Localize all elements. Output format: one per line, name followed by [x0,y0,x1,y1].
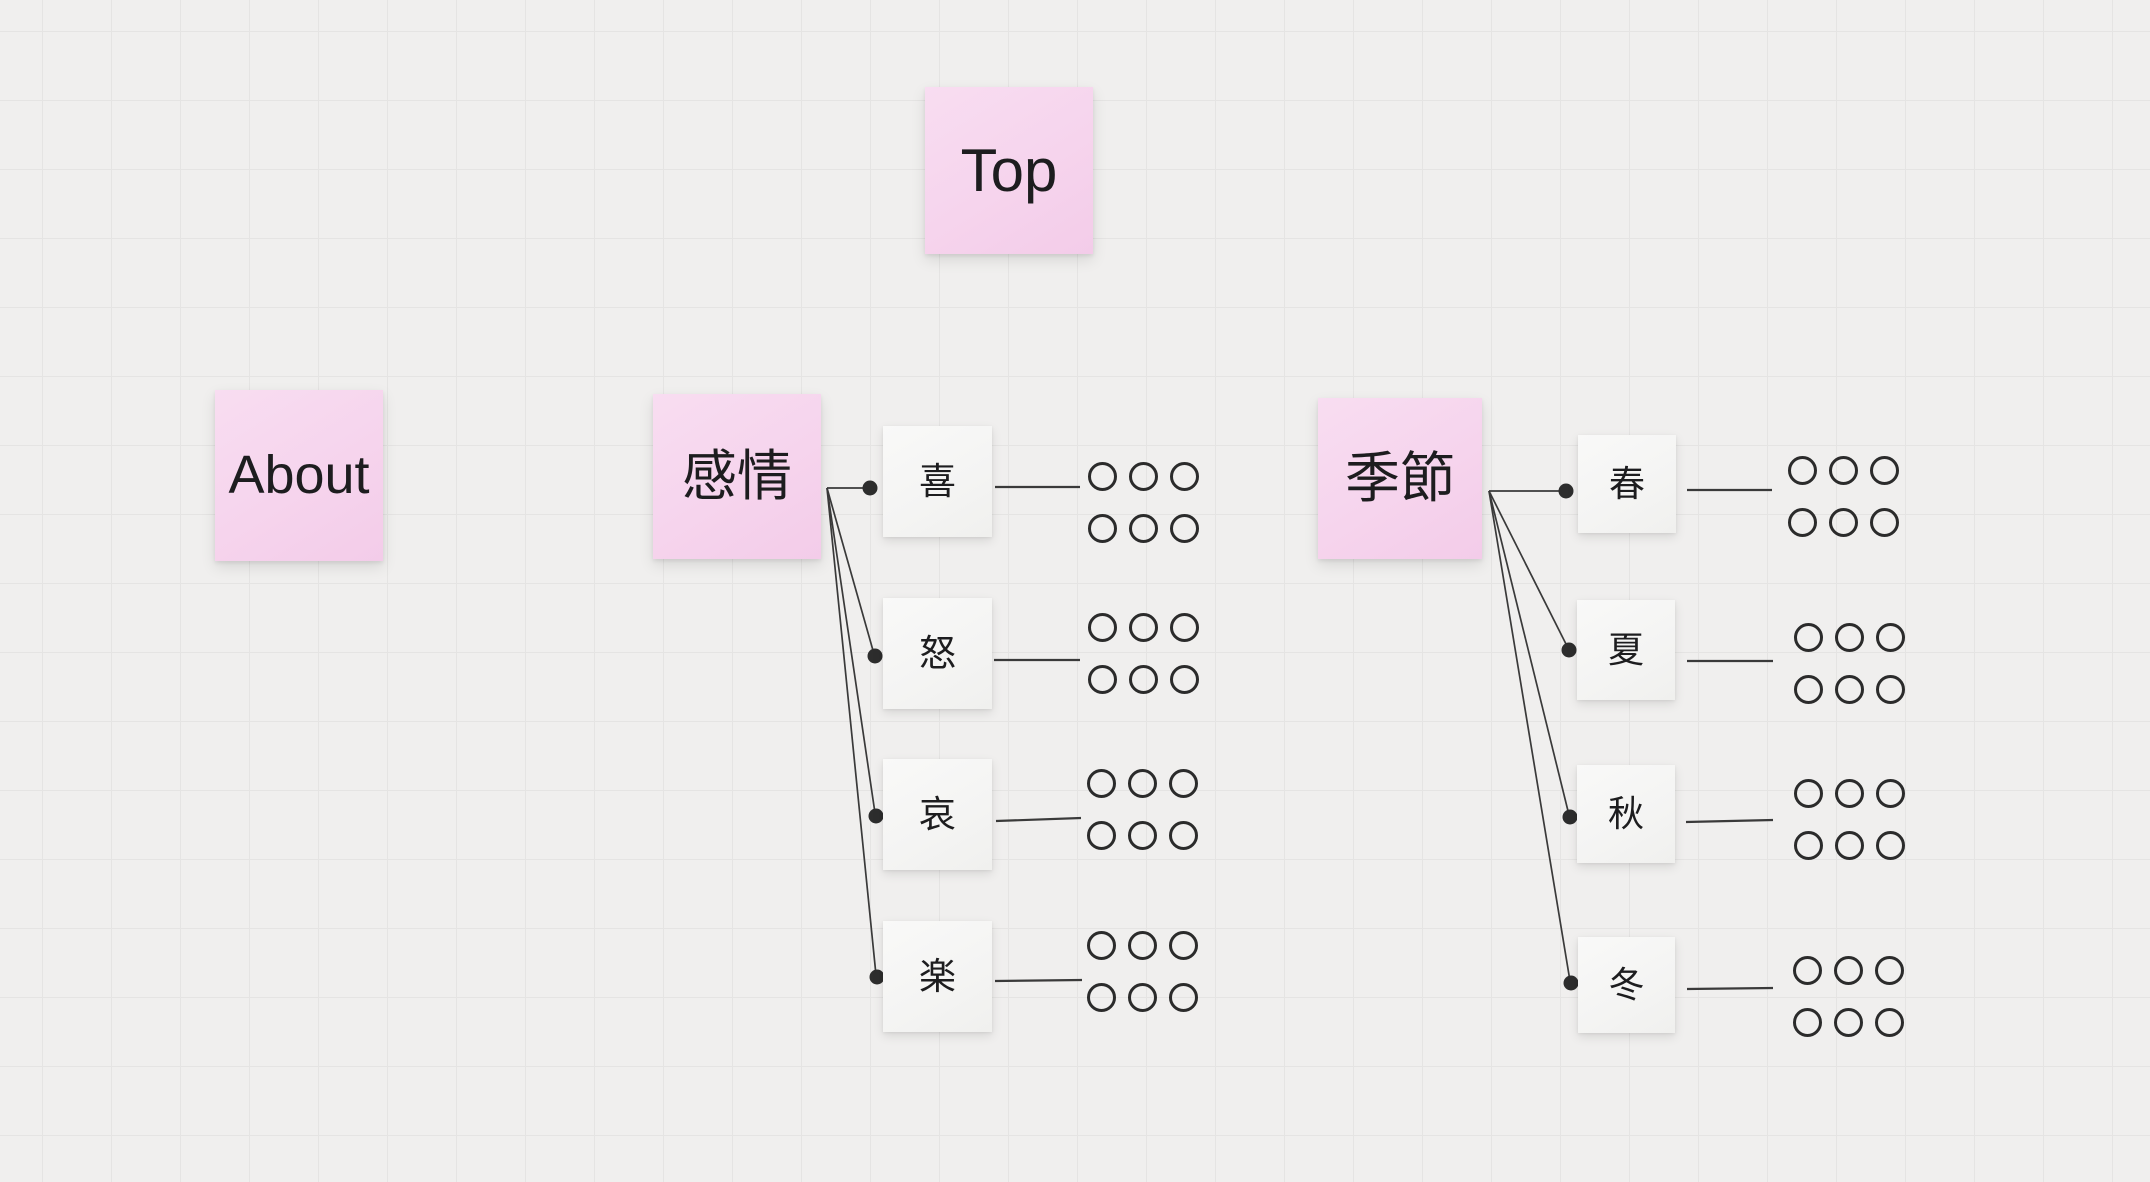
empty-slot-circle [1087,983,1116,1012]
sticky-note-about[interactable]: About [215,390,383,561]
sticky-note-top[interactable]: Top [925,87,1093,254]
sticky-note-emotions-label: 感情 [681,445,792,508]
empty-slot-circle [1088,462,1117,491]
empty-slot-circle [1129,613,1158,642]
node-card-joy-label: 喜 [919,461,956,502]
connector-dot [867,648,883,664]
empty-slot-circle [1835,675,1864,704]
empty-slot-circle [1088,613,1117,642]
line-autumn-slots [1685,818,1774,824]
node-card-summer[interactable]: 夏 [1577,600,1675,700]
empty-slot-circle [1169,931,1198,960]
empty-slot-circle [1870,508,1899,537]
node-card-summer-label: 夏 [1607,629,1644,670]
empty-slot-circle [1876,779,1905,808]
node-card-joy[interactable]: 喜 [883,426,992,537]
sticky-note-seasons[interactable]: 季節 [1318,398,1482,559]
empty-slot-circle [1876,831,1905,860]
slot-circle-group-anger [1088,613,1199,694]
empty-slot-circle [1169,821,1198,850]
node-card-anger[interactable]: 怒 [883,598,992,709]
empty-slot-circle [1875,1008,1904,1037]
empty-slot-circle [1129,462,1158,491]
sticky-note-emotions[interactable]: 感情 [653,394,821,559]
empty-slot-circle [1876,675,1905,704]
connector-dot [1562,809,1578,825]
empty-slot-circle [1835,623,1864,652]
line-winter-slots [1686,986,1774,991]
sticky-note-top-label: Top [960,136,1058,204]
empty-slot-circle [1087,931,1116,960]
connector-dot [1563,975,1579,991]
slot-circle-group-autumn [1794,779,1905,860]
connector-season-winter [1488,490,1571,982]
node-card-sorrow-label: 哀 [919,794,956,835]
connector-emotion-anger [826,487,875,655]
empty-slot-circle [1876,623,1905,652]
empty-slot-circle [1170,462,1199,491]
empty-slot-circle [1088,665,1117,694]
empty-slot-circle [1129,514,1158,543]
connector-dot [862,480,878,496]
empty-slot-circle [1788,508,1817,537]
slot-circle-group-pleasure [1087,931,1198,1012]
node-card-anger-label: 怒 [919,633,956,674]
empty-slot-circle [1128,821,1157,850]
slot-circle-group-joy [1088,462,1199,543]
empty-slot-circle [1129,665,1158,694]
empty-slot-circle [1829,456,1858,485]
empty-slot-circle [1793,956,1822,985]
connector-dot [868,808,884,824]
empty-slot-circle [1088,514,1117,543]
empty-slot-circle [1794,675,1823,704]
empty-slot-circle [1835,831,1864,860]
node-card-winter-label: 冬 [1608,964,1645,1005]
sticky-note-seasons-label: 季節 [1344,447,1455,510]
empty-slot-circle [1794,623,1823,652]
empty-slot-circle [1834,1008,1863,1037]
connector-dot [1558,483,1574,499]
connector-emotion-sorrow [826,487,876,814]
empty-slot-circle [1870,456,1899,485]
connector-season-summer [1488,490,1569,649]
slot-circle-group-spring [1788,456,1899,537]
empty-slot-circle [1875,956,1904,985]
node-card-pleasure[interactable]: 楽 [883,921,992,1032]
empty-slot-circle [1169,983,1198,1012]
sticky-note-about-label: About [228,444,370,505]
node-card-sorrow[interactable]: 哀 [883,759,992,870]
connector-dot [1561,642,1577,658]
empty-slot-circle [1829,508,1858,537]
empty-slot-circle [1834,956,1863,985]
empty-slot-circle [1835,779,1864,808]
empty-slot-circle [1170,613,1199,642]
empty-slot-circle [1170,665,1199,694]
empty-slot-circle [1169,769,1198,798]
slot-circle-group-winter [1793,956,1904,1037]
empty-slot-circle [1794,831,1823,860]
slot-circle-group-sorrow [1087,769,1198,850]
connector-emotion-pleasure [826,487,877,976]
slot-circle-group-summer [1794,623,1905,704]
empty-slot-circle [1128,983,1157,1012]
line-sorrow-slots [995,816,1082,823]
node-card-autumn[interactable]: 秋 [1577,765,1675,863]
empty-slot-circle [1128,769,1157,798]
empty-slot-circle [1788,456,1817,485]
empty-slot-circle [1087,769,1116,798]
empty-slot-circle [1794,779,1823,808]
empty-slot-circle [1793,1008,1822,1037]
node-card-pleasure-label: 楽 [919,956,956,997]
connector-season-autumn [1488,490,1570,816]
empty-slot-circle [1128,931,1157,960]
empty-slot-circle [1170,514,1199,543]
node-card-winter[interactable]: 冬 [1578,937,1675,1033]
empty-slot-circle [1087,821,1116,850]
line-pleasure-slots [994,978,1083,983]
node-card-autumn-label: 秋 [1607,793,1644,834]
node-card-spring-label: 春 [1608,463,1645,504]
node-card-spring[interactable]: 春 [1578,435,1676,533]
